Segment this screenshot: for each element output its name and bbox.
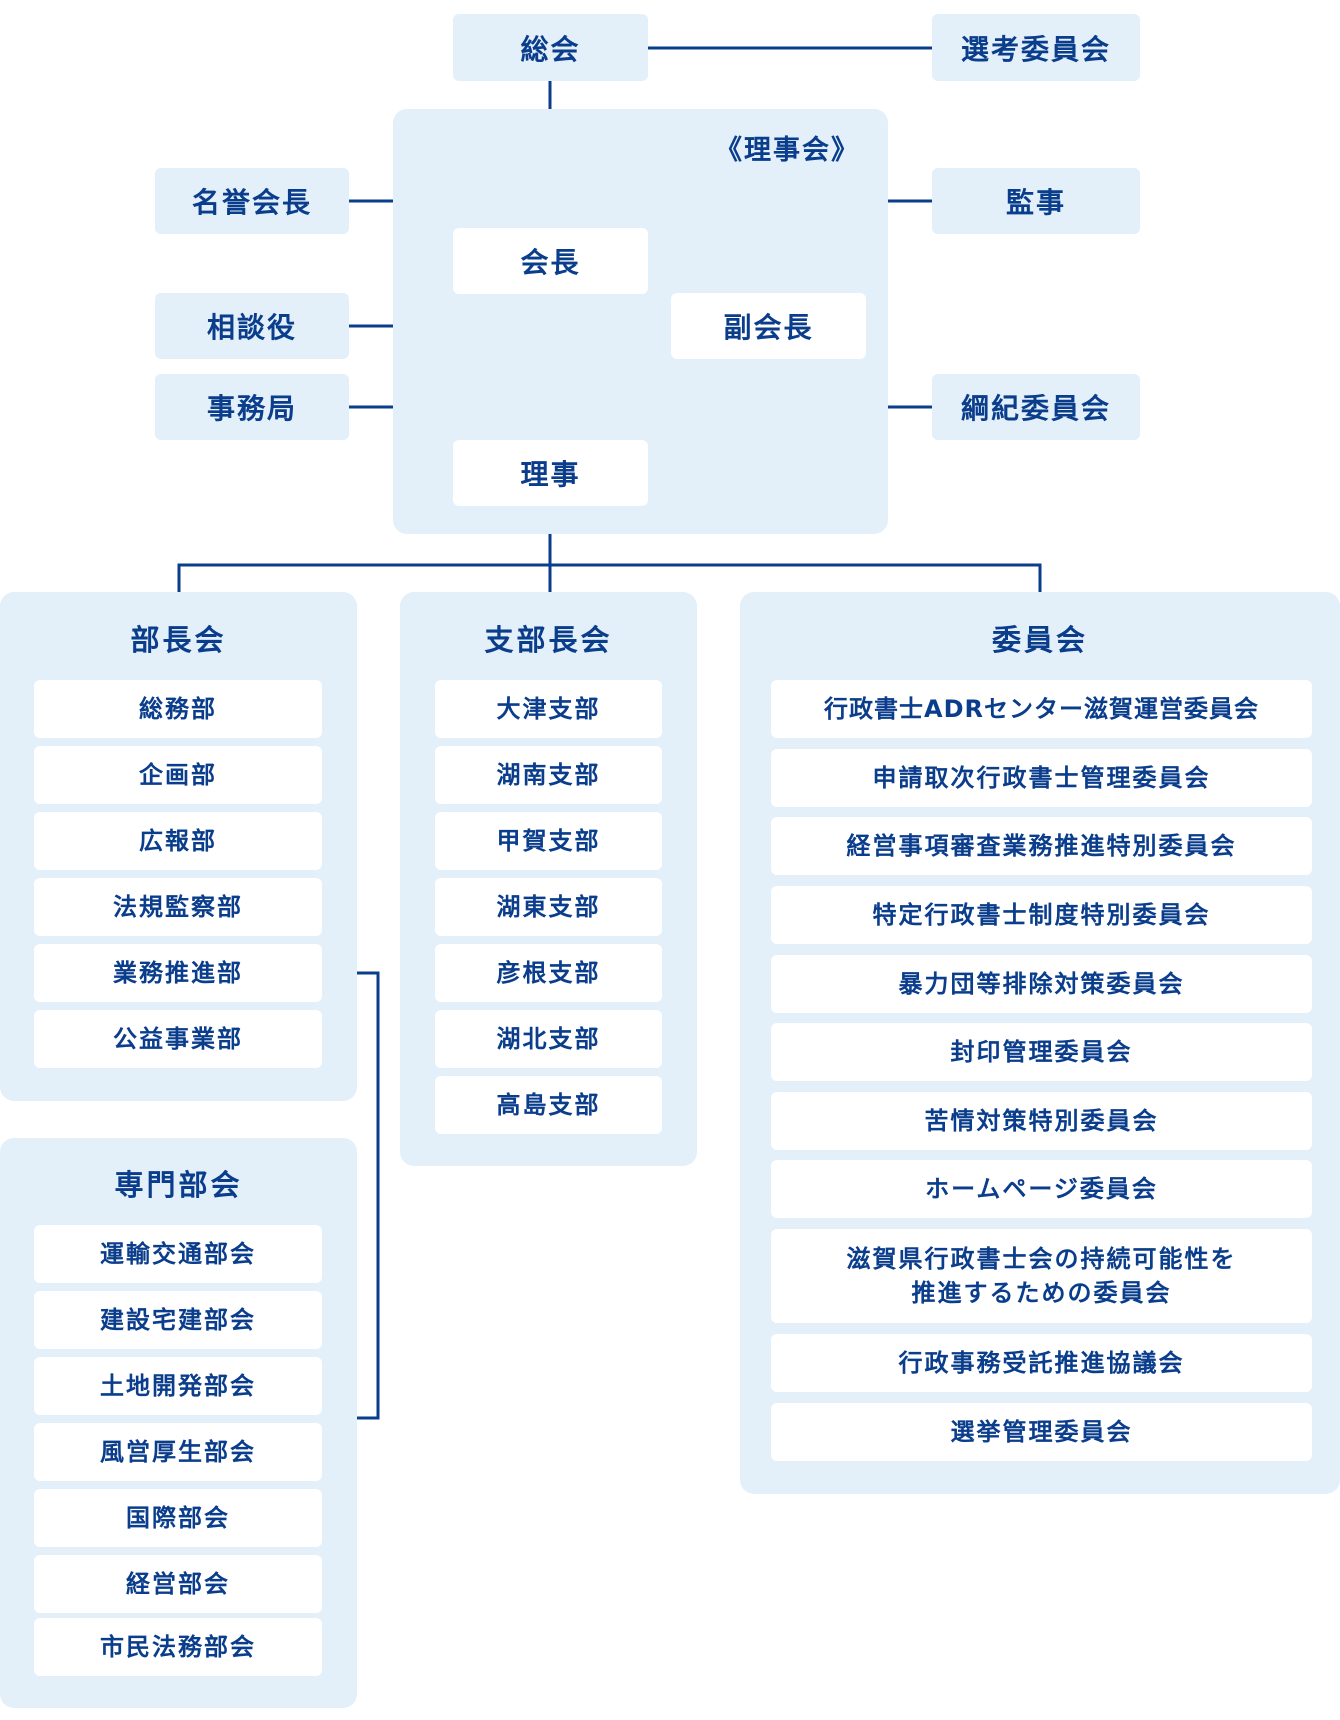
buchoukai-title: 部長会 — [130, 623, 227, 657]
senmonbukai-item: 運輸交通部会 — [34, 1225, 322, 1283]
iinkai-item: ホームページ委員会 — [771, 1160, 1312, 1218]
shibu-item: 湖南支部 — [435, 746, 662, 804]
riji-box: 理事 — [453, 440, 648, 506]
shibu-item: 湖東支部 — [435, 878, 662, 936]
soukai-box: 総会 — [453, 14, 648, 81]
senmonbukai-item: 風営厚生部会 — [34, 1423, 322, 1481]
iinkai-item-two-line: 滋賀県行政書士会の持続可能性を 推進するための委員会 — [771, 1229, 1312, 1323]
senmonbukai-item: 国際部会 — [34, 1489, 322, 1547]
iinkai-item: 行政事務受託推進協議会 — [771, 1334, 1312, 1392]
buchoukai-item: 企画部 — [34, 746, 322, 804]
iinkai-item: 経営事項審査業務推進特別委員会 — [771, 817, 1312, 875]
fukukaichou-box: 副会長 — [671, 293, 866, 359]
senmonbukai-item: 建設宅建部会 — [34, 1291, 322, 1349]
iinkai-item-line: 滋賀県行政書士会の持続可能性を — [846, 1245, 1237, 1273]
shibu-item: 彦根支部 — [435, 944, 662, 1002]
iinkai-item: 申請取次行政書士管理委員会 — [771, 749, 1312, 807]
shibu-item: 大津支部 — [435, 680, 662, 738]
kaichou-box: 会長 — [453, 228, 648, 294]
iinkai-item: 行政書士ADRセンター滋賀運営委員会 — [771, 680, 1312, 738]
senkou-iinkai-box: 選考委員会 — [932, 14, 1140, 81]
shibu-item: 高島支部 — [435, 1076, 662, 1134]
buchoukai-item: 総務部 — [34, 680, 322, 738]
senmonbukai-item: 経営部会 — [34, 1555, 322, 1613]
senmonbukai-item: 土地開発部会 — [34, 1357, 322, 1415]
meiyo-kaichou-box: 名誉会長 — [155, 168, 349, 234]
shibu-item: 湖北支部 — [435, 1010, 662, 1068]
shibu-item: 甲賀支部 — [435, 812, 662, 870]
soudanyaku-box: 相談役 — [155, 293, 349, 359]
jimukyoku-box: 事務局 — [155, 374, 349, 440]
iinkai-item: 封印管理委員会 — [771, 1023, 1312, 1081]
rijikai-label: 《理事会》 — [715, 135, 860, 166]
buchoukai-item: 業務推進部 — [34, 944, 322, 1002]
iinkai-item: 選挙管理委員会 — [771, 1403, 1312, 1461]
iinkai-title: 委員会 — [991, 623, 1088, 657]
kanji-box: 監事 — [932, 168, 1140, 234]
senmonbukai-item: 市民法務部会 — [34, 1618, 322, 1676]
kouki-iinkai-box: 綱紀委員会 — [932, 374, 1140, 440]
iinkai-item: 暴力団等排除対策委員会 — [771, 955, 1312, 1013]
shibuchoukai-title: 支部長会 — [484, 623, 613, 657]
buchoukai-item: 広報部 — [34, 812, 322, 870]
buchoukai-item: 公益事業部 — [34, 1010, 322, 1068]
iinkai-item: 苦情対策特別委員会 — [771, 1092, 1312, 1150]
senmonbukai-title: 専門部会 — [114, 1168, 243, 1202]
iinkai-item-line: 推進するための委員会 — [911, 1279, 1172, 1307]
buchoukai-item: 法規監察部 — [34, 878, 322, 936]
iinkai-item: 特定行政書士制度特別委員会 — [771, 886, 1312, 944]
